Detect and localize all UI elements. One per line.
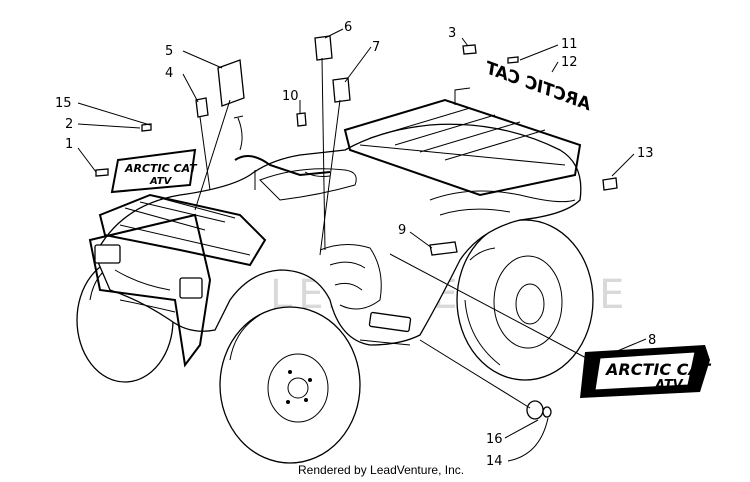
callout-11: 11	[561, 37, 578, 52]
callout-3: 3	[448, 26, 456, 41]
decal-small-arctic-cat: ARCTIC CAT ATV	[110, 148, 198, 194]
decal-rear-text: ARCTIC CAT	[481, 58, 595, 116]
callout-9: 9	[398, 223, 406, 238]
callout-1: 1	[65, 137, 73, 152]
front-bumper	[88, 213, 212, 368]
render-credit: Rendered by LeadVenture, Inc.	[298, 463, 464, 477]
front-rack	[98, 193, 267, 267]
stickers	[95, 35, 618, 256]
callout-6: 6	[344, 20, 352, 35]
part-14-rivet	[542, 406, 552, 418]
rear-rack	[343, 87, 582, 197]
decal-rear-text-label: ARCTIC CAT	[481, 58, 595, 116]
callout-7: 7	[372, 40, 380, 55]
callout-16: 16	[486, 432, 503, 447]
part-16-emblem	[526, 400, 544, 420]
callout-12: 12	[561, 55, 578, 70]
decal-small-line1: ARCTIC CAT	[124, 162, 198, 175]
callout-10: 10	[282, 89, 299, 104]
decal-large-arctic-cat: ARCTIC CAT ATV	[580, 345, 711, 398]
callout-8: 8	[648, 333, 656, 348]
callout-13: 13	[637, 146, 654, 161]
callout-15: 15	[55, 96, 72, 111]
callout-numbers: 1 2 3 4 5 6 7 8 9 10 11 12 13 14 15 16	[55, 20, 656, 469]
callout-2: 2	[65, 117, 73, 132]
decal-large-line2: ATV	[654, 378, 684, 393]
callout-5: 5	[165, 44, 173, 59]
decal-large-line1: ARCTIC CAT	[604, 360, 711, 379]
callout-4: 4	[165, 66, 173, 81]
callout-14: 14	[486, 454, 503, 469]
decal-small-line2: ATV	[149, 176, 173, 187]
front-wheel-left	[219, 306, 361, 464]
atv-illustration	[76, 87, 594, 464]
leader-lines	[77, 28, 647, 462]
